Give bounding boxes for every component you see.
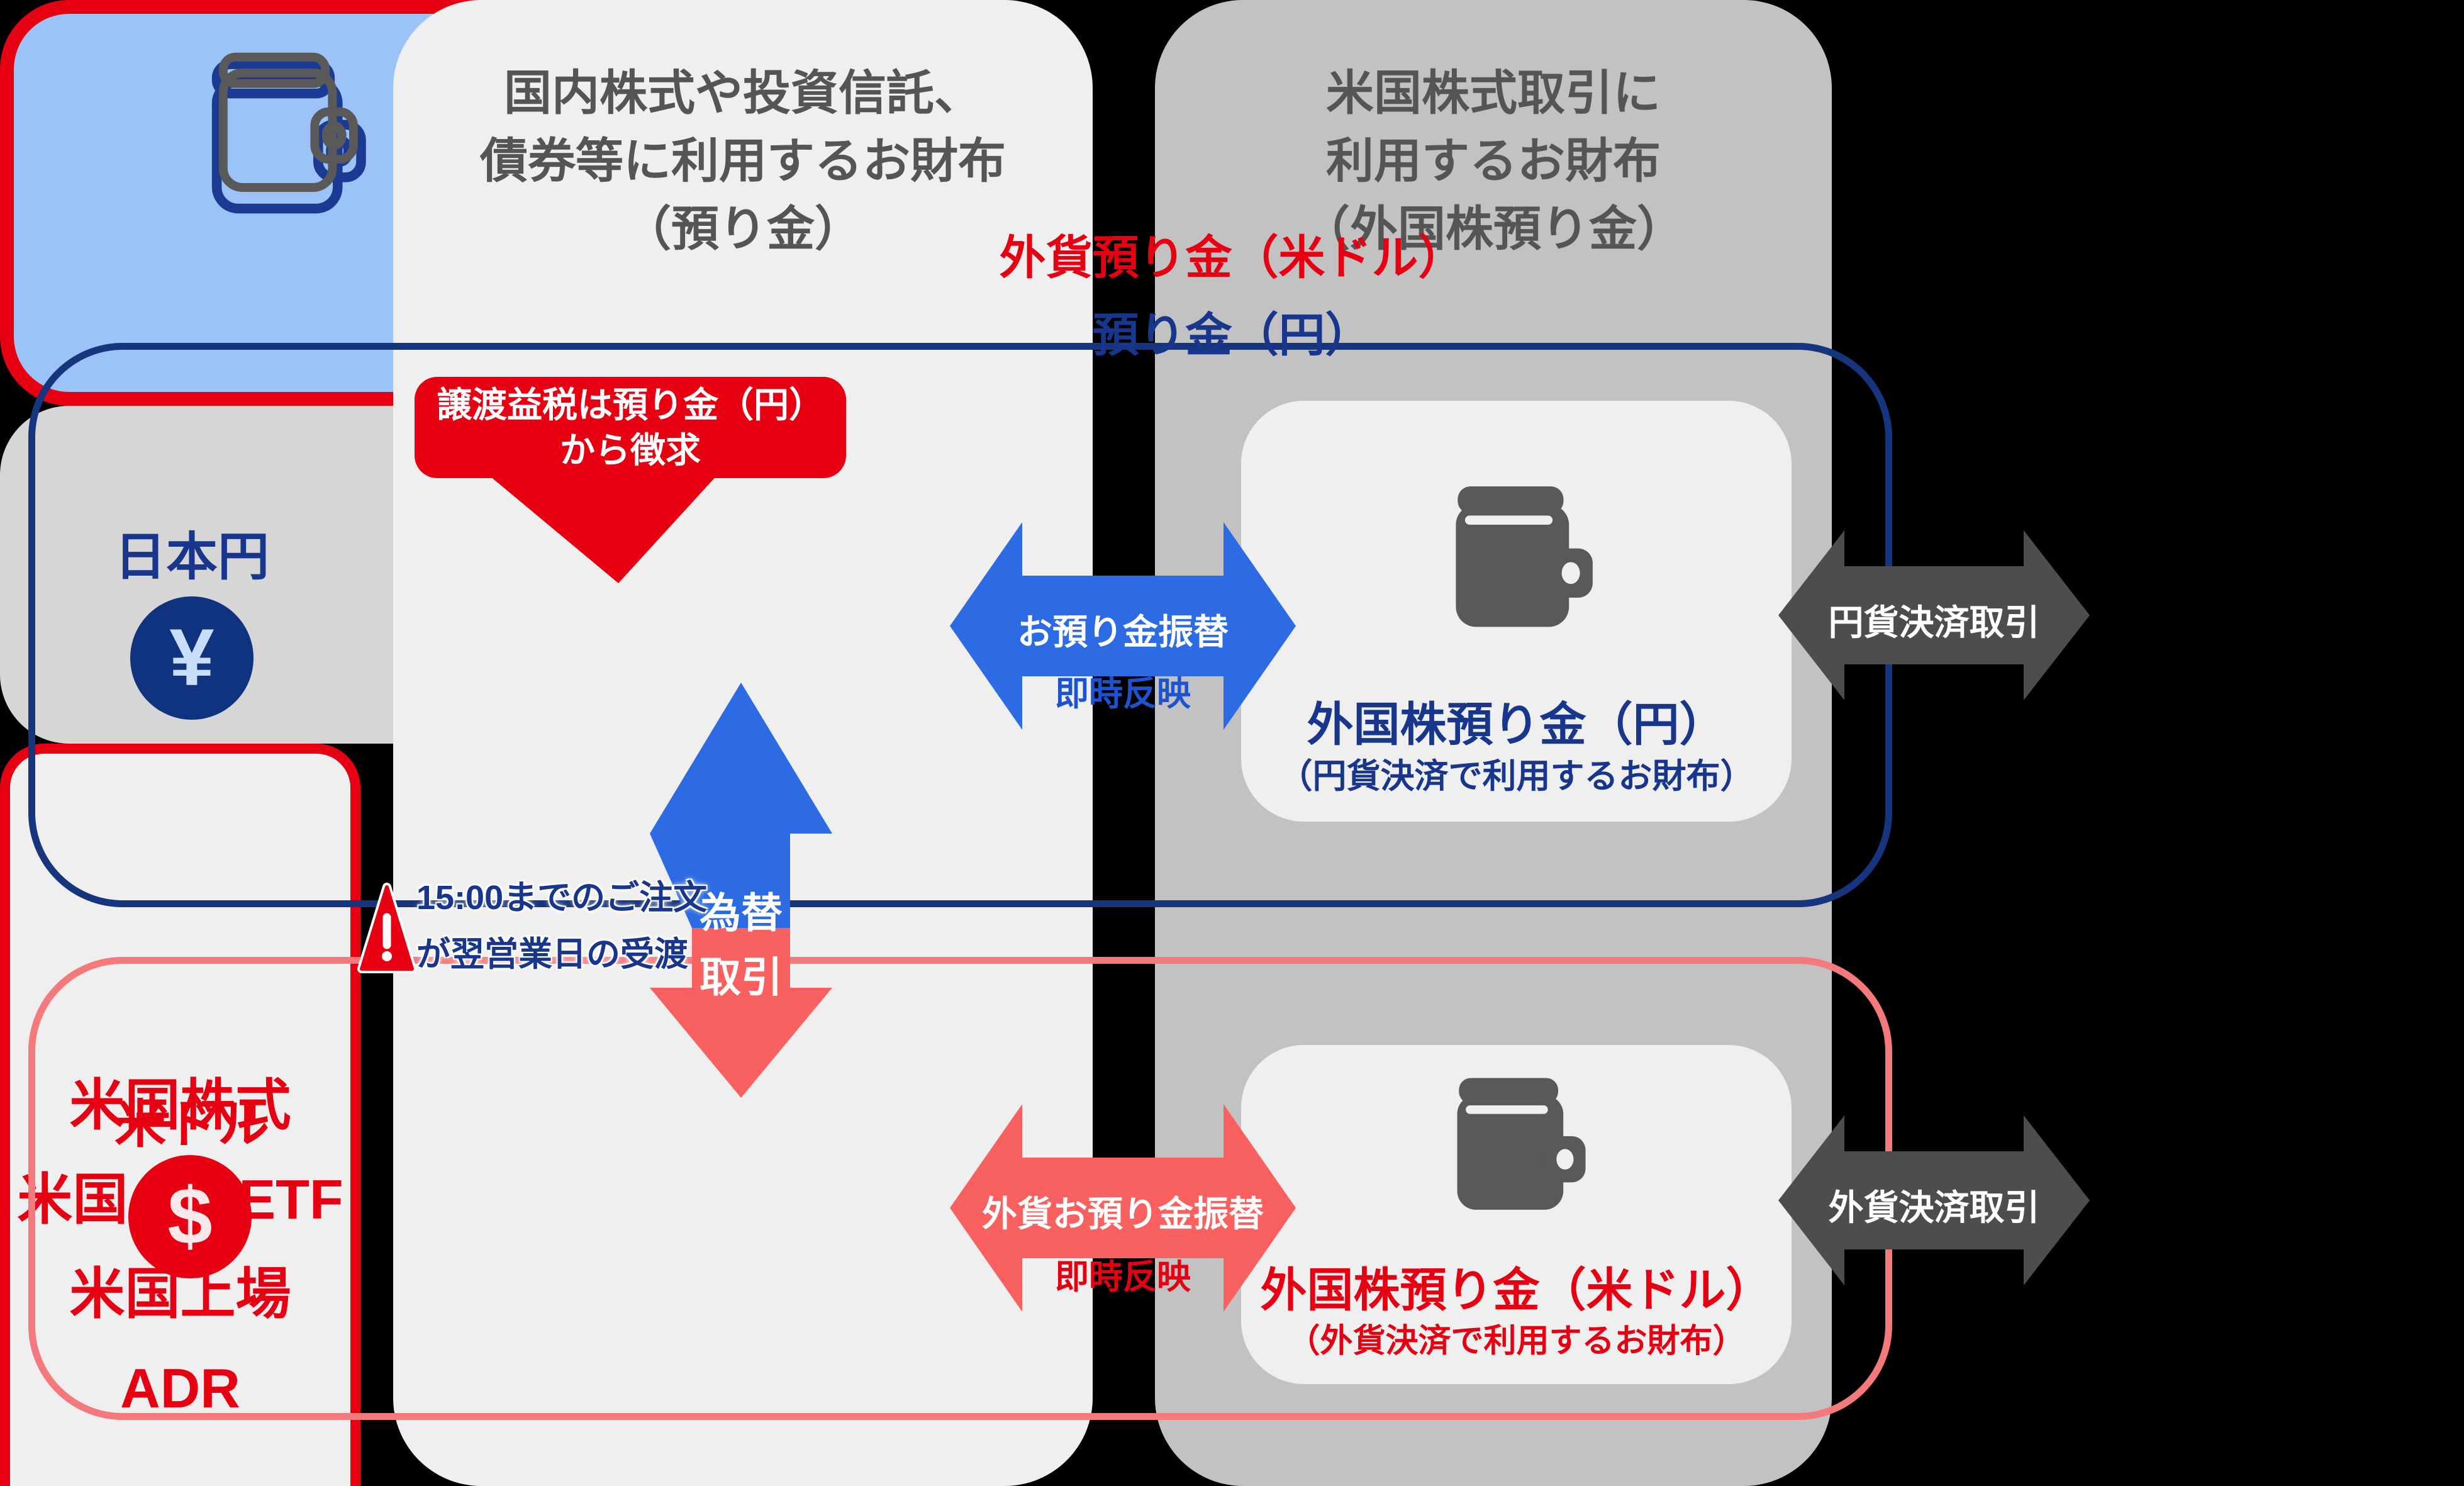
usd-deposit-label: 外貨預り金（米ドル） bbox=[999, 232, 1465, 284]
usd-transfer-note: 即時反映 bbox=[1055, 1258, 1191, 1296]
us-column-header: 米国株式取引に 利用するお財布 （外国株預り金） bbox=[1155, 60, 1832, 264]
jpy-settlement-arrow bbox=[1778, 530, 2090, 700]
fx-arrow-label-top: 為替 bbox=[700, 890, 783, 936]
yen-symbol: ¥ bbox=[169, 613, 215, 703]
foreign-jpy-deposit-sublabel: （円貨決済で利用するお財布） bbox=[1278, 757, 1754, 795]
jpy-transfer-arrow-label: お預り金振替 bbox=[1017, 612, 1229, 652]
warning-text: 15:00までのご注文 が翌営業日の受渡 bbox=[416, 869, 857, 983]
header-line: （預り金） bbox=[623, 203, 862, 256]
warning-icon bbox=[357, 883, 416, 973]
jpy-currency-label: 日本円 bbox=[114, 528, 269, 586]
jpy-deposit-label: 預り金（円） bbox=[1092, 309, 1372, 361]
jpy-transfer-note: 即時反映 bbox=[1055, 675, 1191, 713]
fx-arrow-label-bottom: 取引 bbox=[700, 954, 783, 1000]
wallet-icon bbox=[1457, 1078, 1586, 1210]
warning-line: 15:00までのご注文 bbox=[416, 879, 708, 917]
foreign-usd-deposit-sublabel: （外貨決済で利用するお財布） bbox=[1287, 1323, 1746, 1360]
usd-transfer-arrow bbox=[950, 1104, 1296, 1312]
usd-currency-label: 米ドル bbox=[114, 1096, 269, 1153]
tax-callout-tail bbox=[486, 473, 719, 583]
usd-transfer-arrow-label: 外貨お預り金振替 bbox=[982, 1194, 1264, 1234]
wallet-icon bbox=[218, 52, 358, 192]
tax-callout-line: 譲渡益税は預り金（円） bbox=[437, 384, 824, 425]
foreign-usd-deposit-label: 外国株預り金（米ドル） bbox=[1260, 1264, 1773, 1316]
header-line: （外国株預り金） bbox=[1302, 203, 1685, 256]
wallet-icon bbox=[1456, 486, 1593, 627]
fx-exchange-arrow bbox=[650, 683, 832, 1098]
usd-settlement-arrow-label: 外貨決済取引 bbox=[1828, 1188, 2040, 1227]
foreign-jpy-deposit-label: 外国株預り金（円） bbox=[1307, 698, 1726, 751]
jpy-settlement-arrow-label: 円貨決済取引 bbox=[1828, 603, 2040, 642]
jpy-transfer-arrow bbox=[950, 522, 1296, 730]
usd-settlement-arrow bbox=[1778, 1115, 2090, 1285]
tax-callout: 譲渡益税は預り金（円） から徴求 bbox=[415, 377, 846, 478]
header-line: 米国株式取引に bbox=[1326, 67, 1661, 120]
domestic-column-header: 国内株式や投資信託、 債券等に利用するお財布 （預り金） bbox=[393, 60, 1093, 264]
warning-line: が翌営業日の受渡 bbox=[416, 936, 688, 973]
us-products-line: 米国株式 bbox=[69, 1074, 291, 1136]
header-line: 利用するお財布 bbox=[1326, 135, 1661, 188]
foreign-jpy-deposit-box: 外国株預り金（円） （円貨決済で利用するお財布） bbox=[1241, 401, 1792, 822]
tax-callout-line: から徴求 bbox=[560, 430, 701, 470]
header-line: 国内株式や投資信託、 bbox=[504, 67, 982, 120]
dollar-symbol: $ bbox=[167, 1171, 213, 1261]
yen-icon: ¥ bbox=[130, 596, 254, 720]
dollar-icon: $ bbox=[128, 1155, 252, 1278]
foreign-usd-deposit-box: 外国株預り金（米ドル） （外貨決済で利用するお財布） bbox=[1241, 1045, 1792, 1384]
header-line: 債券等に利用するお財布 bbox=[480, 135, 1006, 188]
